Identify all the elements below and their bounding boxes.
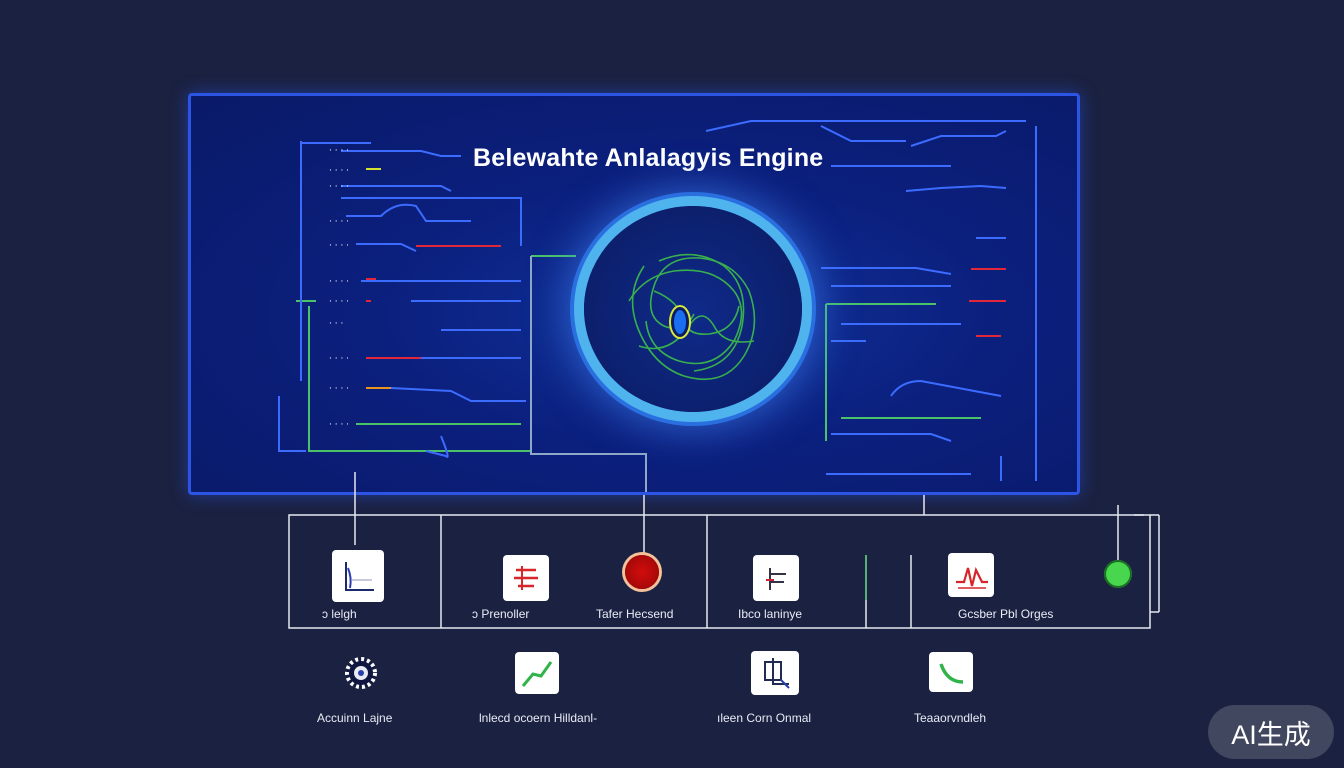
svg-text:· · · ·: · · · · (329, 146, 349, 156)
circuit-traces: · · · · · · · · · · · · · · · · · · · · … (278, 120, 1037, 492)
module-label: ɔ lelgh (322, 607, 357, 621)
equalizer-icon[interactable] (503, 555, 549, 601)
gear-icon[interactable] (338, 652, 384, 699)
svg-text:· · · ·: · · · · (329, 277, 349, 287)
svg-text:· · · ·: · · · · (329, 217, 349, 227)
svg-text:· · · ·: · · · · (329, 384, 349, 394)
chart-icon[interactable] (332, 550, 384, 602)
waveform-icon[interactable] (948, 553, 994, 597)
module-label: lnlecd ocoern Hilldanl- (479, 711, 598, 725)
analysis-panel: · · · · · · · · · · · · · · · · · · · · … (188, 93, 1080, 495)
svg-text:· · · ·: · · · · (329, 241, 349, 251)
module-label: Tafer Hecsend (596, 607, 674, 621)
trend-icon[interactable] (515, 652, 559, 694)
svg-text:· · · ·: · · · · (329, 182, 349, 192)
core-scribble-icon (628, 253, 756, 380)
red-record-icon[interactable] (625, 555, 659, 589)
analysis-core-ring (584, 206, 802, 412)
svg-text:· · ·: · · · (329, 319, 343, 329)
module-label: Accuinn Lajne (317, 711, 393, 725)
curve-icon[interactable] (929, 652, 973, 692)
module-label: Teaaorvndleh (914, 711, 987, 725)
panel-title: Belewahte Anlalagyis Engine (473, 144, 824, 172)
green-status-icon[interactable] (1104, 560, 1132, 588)
module-label: ıleen Corn Onmal (717, 711, 812, 725)
svg-text:· · · ·: · · · · (329, 420, 349, 430)
svg-text:· · · ·: · · · · (329, 354, 349, 364)
circuit-icon[interactable] (751, 651, 799, 695)
svg-text:· · · ·: · · · · (329, 297, 349, 307)
module-label: Gcsber Pbl Orges (958, 607, 1054, 621)
ai-generated-badge: AI生成 (1208, 705, 1334, 759)
svg-text:· · · ·: · · · · (329, 166, 349, 176)
module-label: ɔ Prenoller (472, 607, 530, 621)
module-label: Ibco laninye (738, 607, 803, 621)
formula-icon[interactable] (753, 555, 799, 601)
